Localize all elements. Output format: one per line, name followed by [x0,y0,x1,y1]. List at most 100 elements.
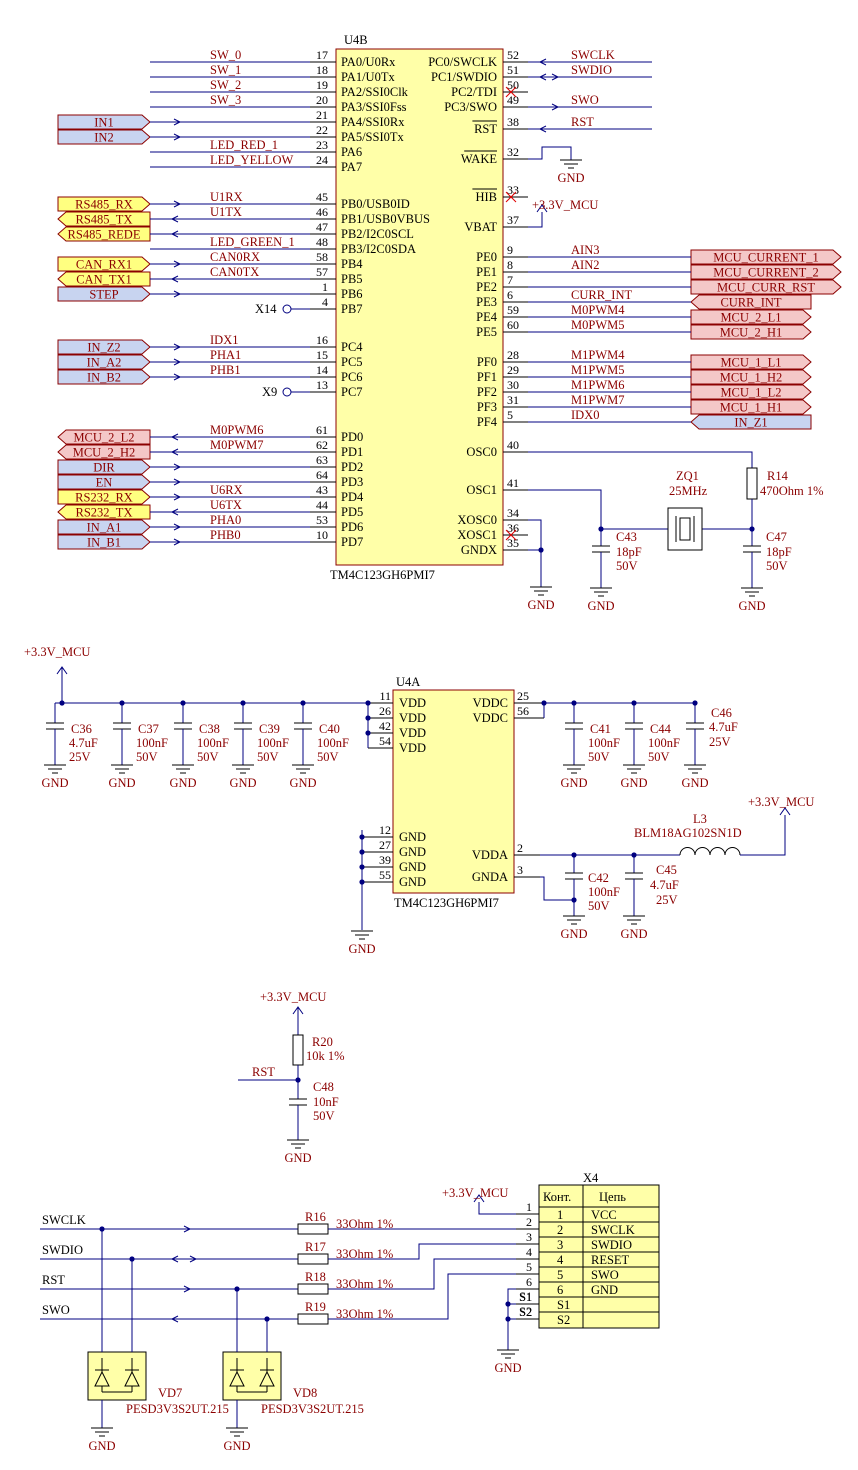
port-label: EN [96,476,113,490]
pin-label: PF4 [477,415,498,429]
pin-label: PC1/SWDIO [431,70,497,84]
pin-number: 63 [316,453,328,467]
u4b-ref: U4B [344,33,368,47]
port-flag [57,271,151,287]
port-label: MCU_CURRENT_1 [713,251,819,265]
pin-label: PC0/SWCLK [428,55,497,69]
signal-arrow [170,1315,179,1323]
gnd-label: GND [587,599,614,613]
pin-number: 45 [316,190,328,204]
c47-volt: 50V [766,559,788,573]
port-label: MCU_1_H2 [720,371,783,385]
pin-label: PE2 [476,280,497,294]
port-label: IN_A1 [87,521,122,535]
gnd-label: GND [620,927,647,941]
cap-ref: C44 [650,722,672,736]
port-label: MCU_2_L2 [73,431,134,445]
pin-label: PF0 [477,355,497,369]
x4-pin: 2 [557,1223,563,1237]
x4-net: SWDIO [591,1238,632,1252]
net-label: PHA0 [210,513,241,527]
pin-number: 1 [526,1200,532,1214]
gnd-label: GND [229,776,256,790]
net-label: SWCLK [571,48,615,62]
net-label: IDX1 [210,333,238,347]
net-label: M1PWM4 [571,348,625,362]
x4-body [538,1184,660,1329]
gnd-label: GND [560,776,587,790]
junction-dot [264,1316,270,1322]
port-flag [57,354,151,370]
junction-dot [505,1316,511,1322]
power-arrow [473,1194,485,1203]
pin-label: PF1 [477,370,497,384]
pin-number: 9 [507,243,513,257]
gnd-label: GND [738,599,765,613]
pin-number: 16 [316,333,328,347]
port-flag [57,286,151,302]
port-label: CURR_INT [720,296,781,310]
no-connect-mark [505,529,517,541]
junction-dot [359,849,365,855]
port-label: RS232_TX [76,506,133,520]
wire [328,1243,516,1260]
inductor-l3 [679,847,741,856]
res-value: 33Ohm 1% [336,1307,393,1321]
pin-label: PB7 [341,302,363,316]
net-label: M0PWM5 [571,318,624,332]
resistor-body [292,1034,304,1066]
pin-label: PC6 [341,370,363,384]
port-flag [57,196,151,212]
pin-number: 2 [526,1215,532,1229]
osc0-wire [528,451,753,468]
pin-number: 6 [526,1275,532,1289]
pin-label: GND [399,875,426,889]
pin-label: WAKE [461,152,497,166]
cap-ref: C36 [71,722,92,736]
xosc-wire [528,519,542,587]
net-label: PHB1 [210,363,241,377]
signal-arrow [538,73,547,81]
pin-label: XOSC1 [457,528,497,542]
r20-ref: R20 [312,1035,333,1049]
pin-number: 18 [316,63,328,77]
pin-number: 35 [507,536,519,550]
x4-pin: S1 [557,1298,570,1312]
pin-number: 55 [379,868,391,882]
u4a-ref: U4A [396,675,420,689]
pin-label: VDDA [472,848,508,862]
port-flag [690,264,842,280]
pin-label: PA7 [341,160,362,174]
pin-number: 24 [316,153,328,167]
port-flag [57,114,151,130]
pin-number: 51 [507,63,519,77]
gnd-label: GND [348,942,375,956]
c43-value: 18pF [616,545,642,559]
cap-volt: 50V [588,750,610,764]
pin-number: 61 [316,423,328,437]
pin-label: OSC0 [466,445,497,459]
net-label: CURR_INT [571,288,632,302]
net-label: RST [571,115,594,129]
pin-label: PB3/I2C0SDA [341,242,416,256]
pin-label: PB1/USB0VBUS [341,212,430,226]
c45-volt: 25V [656,893,678,907]
signal-arrow [170,508,179,516]
pin-label: PE4 [476,310,498,324]
net-label: SWO [571,93,599,107]
pin-number: 28 [507,348,519,362]
gnd-label: GND [169,776,196,790]
c43-volt: 50V [616,559,638,573]
pin-label: RST [474,122,497,136]
signal-arrow [170,1255,179,1263]
pin-number: 4 [526,1245,532,1259]
junction-dot [359,879,365,885]
net-label: M0PWM6 [210,423,263,437]
signal-arrow [173,358,182,366]
no-connect-mark [505,86,517,98]
junction-dot [365,730,371,736]
pin-number: 36 [507,521,519,535]
port-label: MCU_1_L2 [720,386,781,400]
port-flag [690,294,812,310]
